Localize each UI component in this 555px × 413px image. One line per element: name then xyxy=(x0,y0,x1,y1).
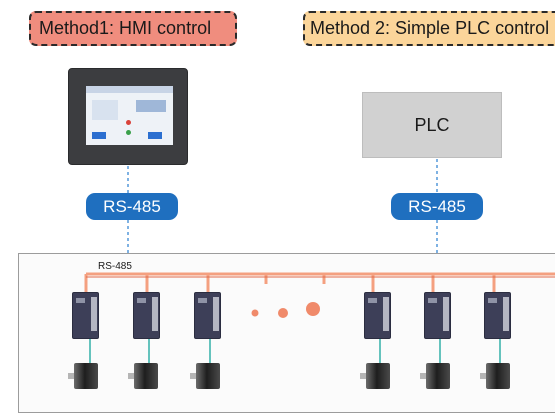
wiring-diagram xyxy=(84,159,555,363)
stepper-driver-3 xyxy=(194,292,221,339)
hmi-panel xyxy=(92,100,118,120)
method1-label-box: Method1: HMI control xyxy=(29,11,237,46)
hmi-diagram-icon xyxy=(136,100,166,112)
stepper-motor-2 xyxy=(128,363,160,389)
ellipsis-dot-3 xyxy=(306,302,320,316)
stepper-motor-3 xyxy=(190,363,222,389)
stepper-motor-1 xyxy=(68,363,100,389)
hmi-touchscreen-image xyxy=(68,68,188,165)
stepper-driver-2 xyxy=(133,292,160,339)
method2-label: Method 2: Simple PLC control xyxy=(310,18,550,38)
stepper-driver-6 xyxy=(484,292,511,339)
hmi-indicator-icon xyxy=(126,130,131,135)
ellipsis-dot-2 xyxy=(278,308,288,318)
method1-label: Method1: HMI control xyxy=(39,18,212,38)
stepper-driver-4 xyxy=(364,292,391,339)
rs485-badge-plc: RS-485 xyxy=(391,193,483,220)
plc-box: PLC xyxy=(362,92,502,158)
stepper-driver-5 xyxy=(424,292,451,339)
rs485-badge-hmi: RS-485 xyxy=(86,193,178,220)
bus-label: RS-485 xyxy=(98,261,132,272)
hmi-screen xyxy=(86,86,173,145)
stepper-motor-5 xyxy=(420,363,452,389)
ellipsis-dot-1 xyxy=(251,309,259,317)
hmi-value-display-1 xyxy=(92,132,106,139)
hmi-title-bar xyxy=(86,86,173,93)
plc-label: PLC xyxy=(414,115,450,135)
method2-label-box: Method 2: Simple PLC control xyxy=(303,11,555,46)
stepper-driver-1 xyxy=(72,292,99,339)
hmi-indicator-icon xyxy=(126,120,131,125)
stepper-motor-6 xyxy=(480,363,512,389)
hmi-value-display-2 xyxy=(148,132,162,139)
stepper-motor-4 xyxy=(360,363,392,389)
motor-cables xyxy=(89,339,501,363)
